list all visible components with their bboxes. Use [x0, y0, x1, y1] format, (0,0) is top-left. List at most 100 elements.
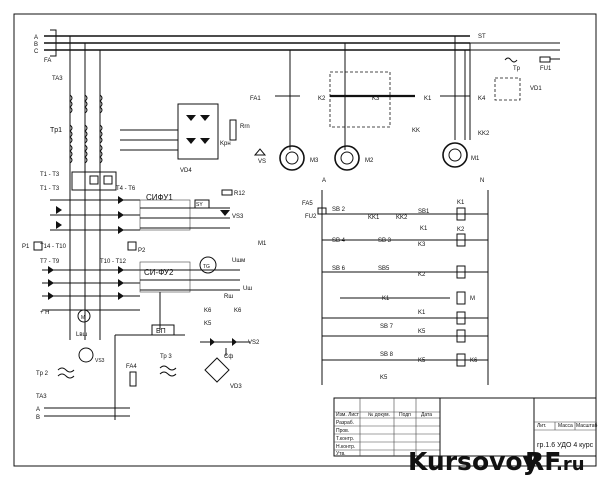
watermark-part3: .ru [556, 454, 585, 475]
label-k3: K3 [372, 96, 380, 102]
label-krn: Kрн [220, 141, 231, 147]
label-k3: K3 [418, 242, 426, 248]
label-m1-motor: M1 [471, 156, 480, 162]
svg-text:TG: TG [203, 264, 210, 270]
label-rrn: Rrn [240, 124, 250, 130]
label-sb2: SB 2 [332, 207, 346, 213]
label-k1: K1 [424, 96, 432, 102]
label-vd3: VD3 [230, 384, 242, 390]
label-sb5: SB5 [378, 266, 390, 272]
label-kk1: KK1 [368, 215, 380, 221]
label-t14-t10: T14 - T10 [40, 244, 67, 250]
label-k1a: K1 [420, 226, 428, 232]
label-b2: B [36, 415, 40, 421]
label-m-coil: M [470, 296, 475, 302]
label-vd1: VD1 [530, 86, 542, 92]
supply-bus: A B C FA ST Tp FU1 [34, 29, 560, 140]
label-tp2: Tp 2 [36, 371, 49, 377]
label-vs: VS [258, 159, 266, 165]
label-rsm: Rш [224, 294, 233, 300]
bus-label-fu1: FU1 [540, 66, 552, 72]
bus-label-fa: FA [44, 58, 51, 64]
tb-col-doc: № докум. [368, 412, 390, 418]
bus-label-tp: Tp [513, 66, 521, 72]
motor-m2 [334, 145, 360, 171]
motor-section: FA1 K2 K3 K1 K4 KK KK2 M3 M2 M1 VD1 A N [250, 36, 542, 184]
label-k6: K6 [470, 358, 478, 364]
label-kk: KK [412, 128, 420, 134]
label-n-mark: N [480, 178, 484, 184]
tb-row-tkontr: Т.контр. [336, 436, 354, 442]
label-ush: Uш [243, 286, 252, 292]
label-p1: P1 [22, 244, 30, 250]
tb-col-scale: Масштаб [576, 423, 598, 429]
title-block: Изм. Лист № докум. Подп Дата Разраб. Про… [333, 397, 598, 457]
tb-col-izm: Изм. Лист [336, 412, 360, 418]
label-sb1: SB1 [418, 209, 430, 215]
label-k5: K5 [204, 321, 212, 327]
label-ushm: Uшм [232, 258, 245, 264]
label-r12: R12 [234, 191, 246, 197]
label-k5: K5 [418, 329, 426, 335]
label-p2: P2 [138, 248, 146, 254]
motor-m3 [279, 145, 305, 171]
bus-label-b: B [34, 42, 38, 48]
label-k5c: K5 [380, 375, 388, 381]
label-sy: SY [196, 202, 203, 208]
label-a-mark: A [322, 178, 326, 184]
label-tp1: Tp1 [50, 127, 62, 134]
dc-motor-symbol [77, 309, 91, 323]
label-sb6: SB 6 [332, 266, 346, 272]
label-t1-t3b: T1 - T3 [40, 186, 60, 192]
ladder-diagram: FA5 FU2 SB 2 KK1 KK2 SB1 K1 K1 SB 4 SB 3… [302, 190, 489, 385]
label-m2: M2 [365, 158, 374, 164]
label-m: M [81, 315, 85, 321]
label-sb7: SB 7 [380, 324, 394, 330]
label-k1c: K1 [382, 296, 390, 302]
label-m1-center: M1 [258, 241, 267, 247]
label-t10-t12: T10 - T12 [100, 259, 127, 265]
label-fa4: FA4 [126, 364, 137, 370]
tb-col-sign: Подп [399, 412, 411, 418]
label-plus-n: + H [40, 310, 50, 316]
label-a2: A [36, 407, 40, 413]
label-fa5: FA5 [302, 201, 313, 207]
label-fa1: FA1 [250, 96, 261, 102]
label-sb3: SB 3 [378, 238, 392, 244]
label-k1d: K1 [418, 310, 426, 316]
label-k2b: K2 [418, 272, 426, 278]
label-sifu1: СИФУ1 [146, 193, 173, 202]
label-bp: БП [156, 328, 166, 335]
label-t7-t9: T7 - T9 [40, 259, 60, 265]
left-power-column: TA3 Tp1 T1 - T3 T1 - T3 T4 - T6 P1 T14 -… [22, 36, 146, 421]
label-k5b: K5 [418, 358, 426, 364]
tb-row-prov: Пров. [336, 428, 349, 434]
watermark-part2: RF [525, 447, 561, 476]
label-ta3: TA3 [52, 76, 63, 82]
label-k1b: K1 [457, 200, 465, 206]
drawing-frame [13, 13, 597, 467]
label-vs3-left: VS3 [95, 358, 105, 364]
site-watermark: Kursovoy RF .ru [408, 447, 585, 476]
label-tp3: Тр 3 [160, 354, 172, 360]
label-k6b: K6 [234, 308, 242, 314]
bus-label-a: A [34, 35, 38, 41]
label-vs3: VS3 [232, 214, 244, 220]
label-fu2: FU2 [305, 214, 317, 220]
tb-row-utv: Утв. [336, 451, 346, 457]
label-kk2-ladder: KK2 [396, 215, 408, 221]
tb-row-nkontr: Н.контр. [336, 444, 355, 450]
tb-col-lit: Лит. [537, 423, 546, 429]
label-vd4: VD4 [180, 168, 192, 174]
tb-col-mass: Масса [558, 423, 573, 429]
label-vs2: VS2 [248, 340, 260, 346]
label-k6a: K6 [204, 308, 212, 314]
tb-row-razrab: Разраб. [336, 420, 354, 426]
label-k4: K4 [478, 96, 486, 102]
bus-label-c: C [34, 49, 39, 55]
label-sf: Cф [224, 354, 233, 360]
label-ta3b: TA3 [36, 394, 47, 400]
motor-m1 [442, 142, 468, 168]
bus-label-st: ST [478, 34, 486, 40]
label-sb8: SB 8 [380, 352, 394, 358]
